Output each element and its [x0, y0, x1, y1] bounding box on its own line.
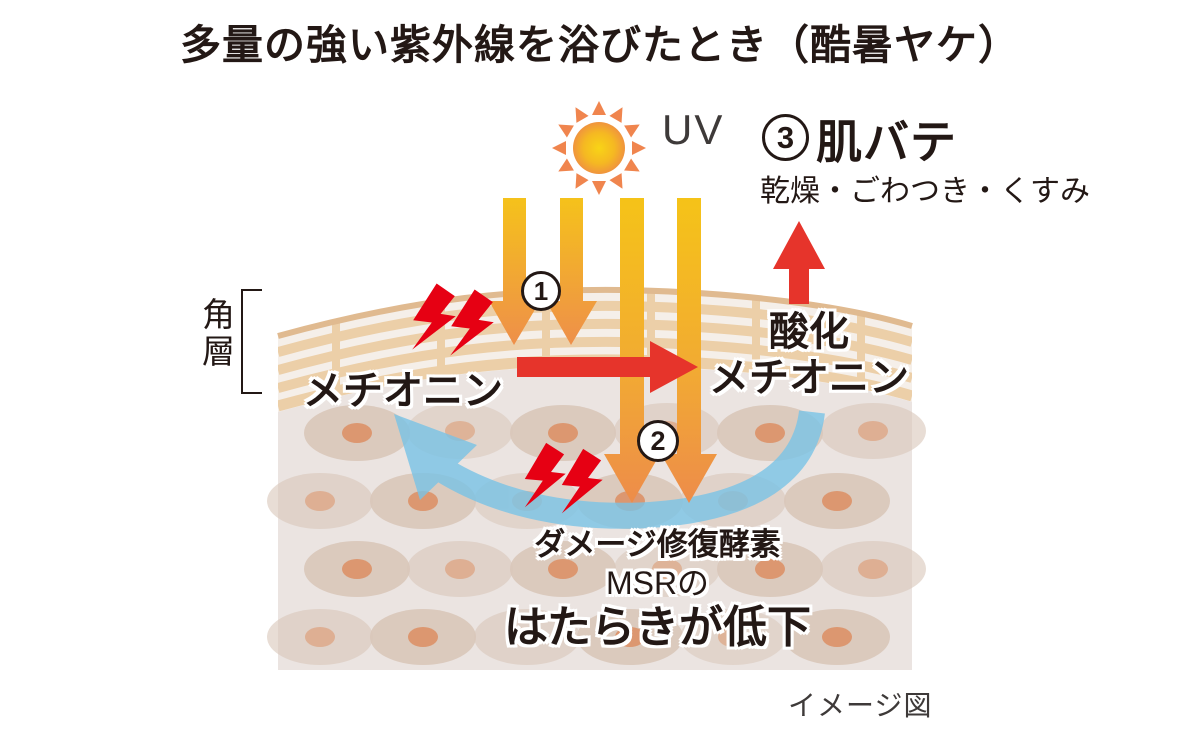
uv-ray-arrow-long-2 — [661, 198, 717, 503]
sun-core — [573, 122, 625, 174]
diagram-title: 多量の強い紫外線を浴びたとき（酷暑ヤケ） — [180, 22, 1020, 68]
step-3-number: 3 — [776, 119, 795, 155]
enzyme-line1: ダメージ修復酵素 — [534, 527, 781, 562]
red-conversion-arrow — [517, 341, 698, 393]
step-2-badge: 2 — [637, 420, 679, 462]
uv-ray-arrow-short-1 — [489, 198, 540, 345]
red-up-arrow — [773, 221, 825, 304]
enzyme-line3: はたらきが低下 — [503, 603, 812, 652]
enzyme-line2: MSRの — [605, 565, 710, 601]
oxidized-methionine-label: 酸化 メチオニン — [693, 310, 925, 401]
methionine-label: メチオニン — [303, 369, 503, 413]
oxidized-line1: 酸化 — [769, 310, 849, 354]
step-3-badge: 3 — [762, 114, 809, 161]
outcome-label: 肌バテ — [816, 116, 957, 168]
oxidized-line2: メチオニン — [709, 355, 909, 400]
uv-ray-arrow-short-2 — [546, 198, 597, 345]
sun-rays — [552, 101, 646, 195]
enzyme-text-block: ダメージ修復酵素 MSRの はたらきが低下 — [450, 527, 865, 653]
stratum-corneum-bracket — [241, 289, 262, 394]
uv-label: UV — [662, 106, 725, 153]
cell-nuclei — [305, 421, 888, 647]
outcome-symptoms: 乾燥・ごわつき・くすみ — [760, 175, 1090, 208]
sun-icon — [552, 101, 646, 195]
uv-ray-arrow-long-1 — [604, 198, 660, 503]
uv-ray-arrows — [489, 198, 717, 503]
step-1-badge: 1 — [521, 271, 561, 311]
step-1-number: 1 — [533, 275, 549, 306]
image-caption: イメージ図 — [788, 690, 933, 721]
step-2-number: 2 — [650, 425, 666, 456]
blue-recovery-arrow — [394, 409, 825, 529]
stratum-corneum-label: 角層 — [197, 297, 235, 371]
